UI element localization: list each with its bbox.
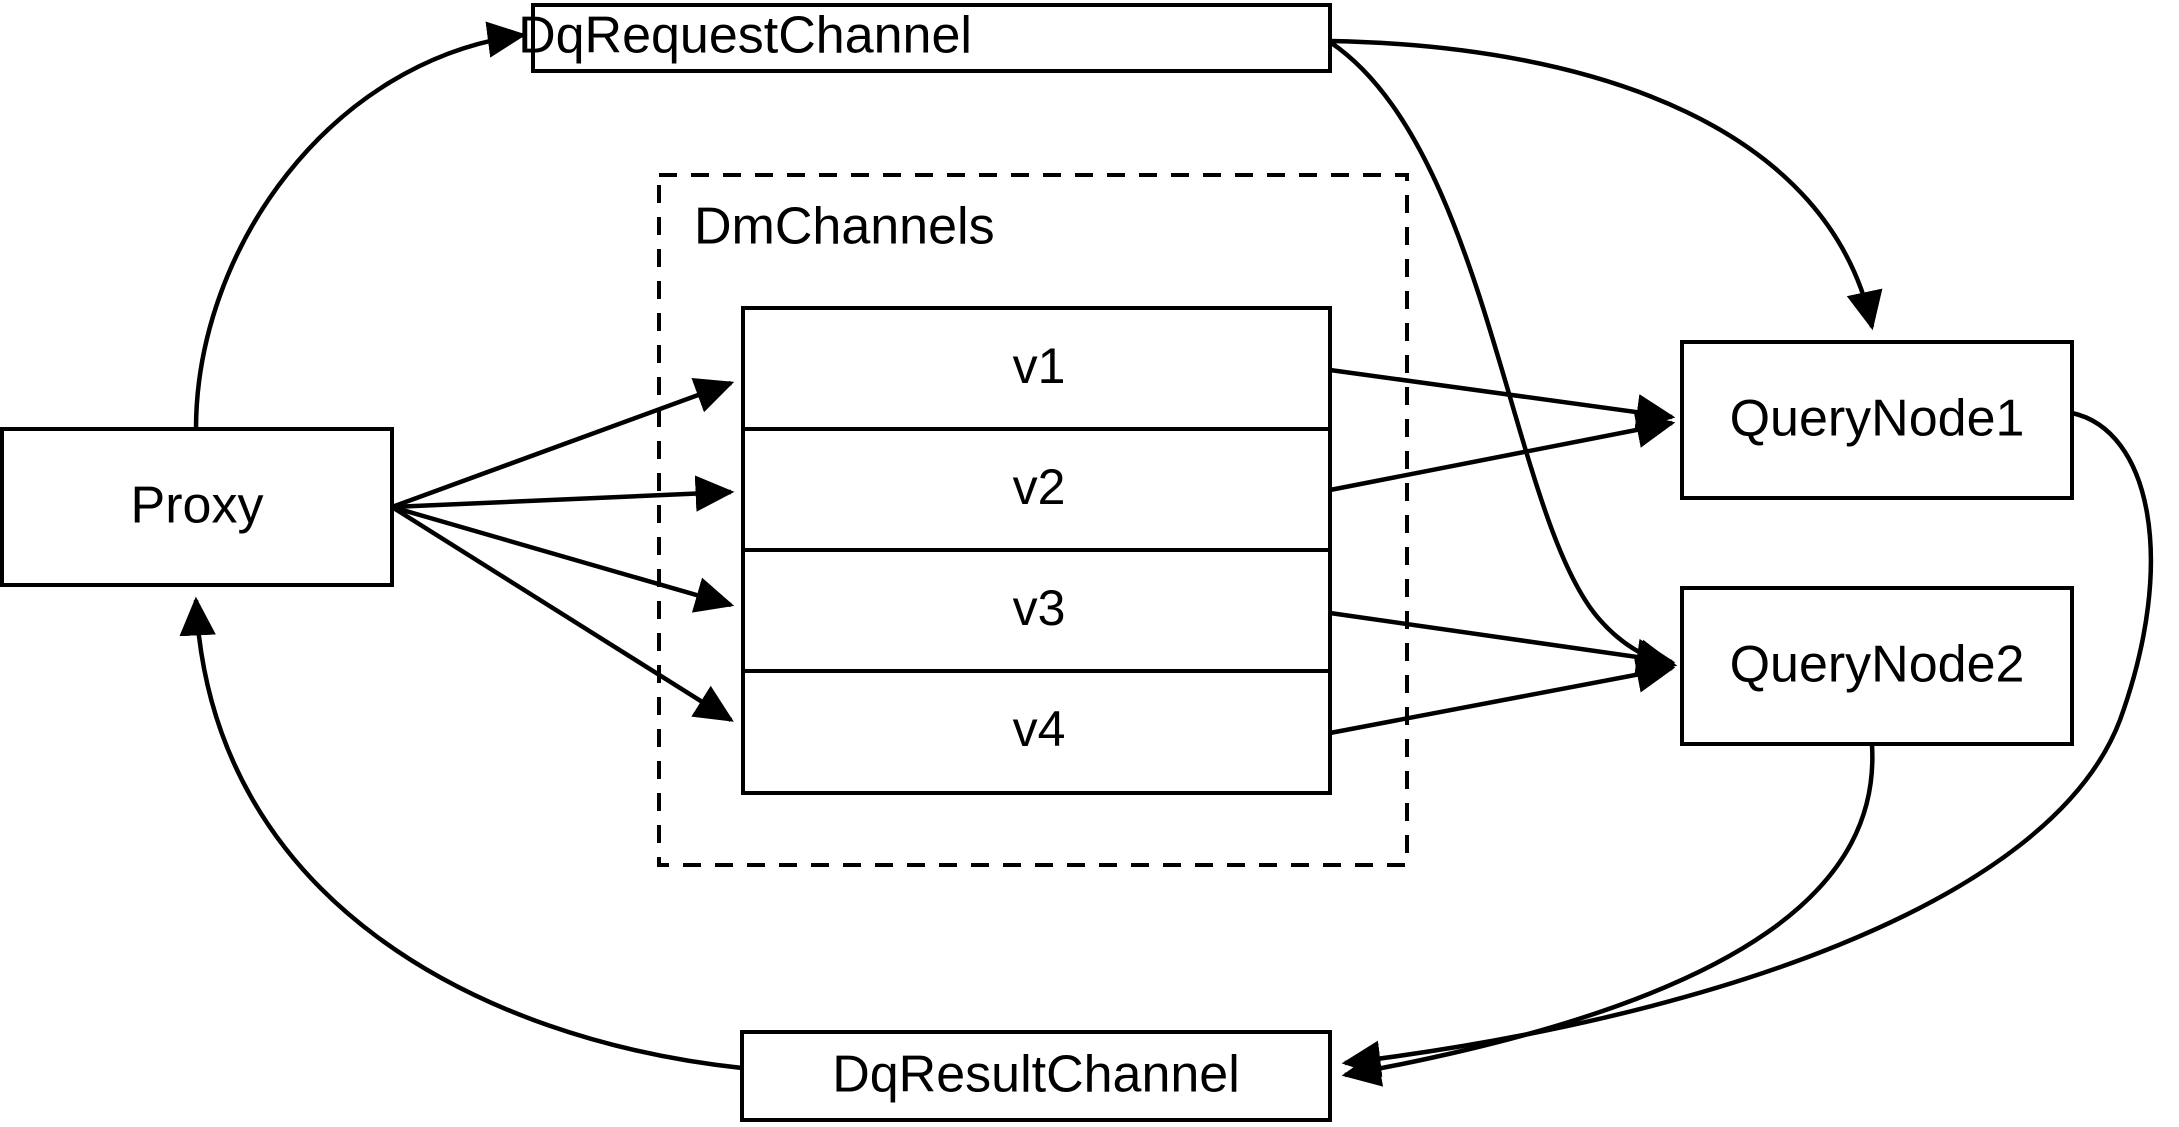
dq-result-channel-box[interactable]	[740, 1030, 1332, 1122]
edge-querynode2-to-dqresultchannel	[1341, 744, 1875, 1087]
shard-label-v3: v3	[1013, 580, 1066, 636]
edge-proxy-to-v4	[390, 505, 734, 722]
shard-label-v2: v2	[1013, 459, 1066, 515]
dm-channels-label: DmChannels	[694, 198, 995, 256]
query-node-1-label: QueryNode1	[1730, 390, 2025, 448]
edge-querynode1-to-dqresultchannel	[1341, 410, 2154, 1077]
edge-proxy-to-dqrequestchannel	[193, 21, 527, 430]
edge-v2-to-querynode1	[1329, 411, 1676, 493]
proxy-label: Proxy	[131, 477, 264, 535]
proxy-box[interactable]	[0, 427, 394, 587]
edge-v4-to-querynode2	[1329, 656, 1676, 736]
shard-label-v4: v4	[1013, 701, 1066, 757]
edge-proxy-to-v2	[391, 475, 735, 512]
edge-proxy-to-v1	[391, 378, 735, 510]
dq-result-channel-label: DqResultChannel	[832, 1046, 1240, 1104]
edge-dqrequestchannel-to-querynode2	[1328, 40, 1678, 676]
dq-request-channel-label: DqRequestChannel	[518, 7, 972, 65]
query-node-2-label: QueryNode2	[1730, 636, 2025, 694]
edge-v3-to-querynode2	[1329, 610, 1676, 676]
shard-label-v1: v1	[1013, 338, 1066, 394]
query-node-2-box[interactable]	[1680, 586, 2074, 746]
dm-channels-group-box	[657, 173, 1409, 867]
edge-dqrequestchannel-to-querynode1	[1329, 38, 1883, 331]
edge-proxy-to-v3	[391, 504, 735, 613]
edge-dqresultchannel-to-proxy	[179, 596, 743, 1071]
edge-v1-to-querynode1	[1329, 367, 1676, 431]
query-node-1-box[interactable]	[1680, 340, 2074, 500]
dq-request-channel-box[interactable]	[531, 3, 1332, 73]
